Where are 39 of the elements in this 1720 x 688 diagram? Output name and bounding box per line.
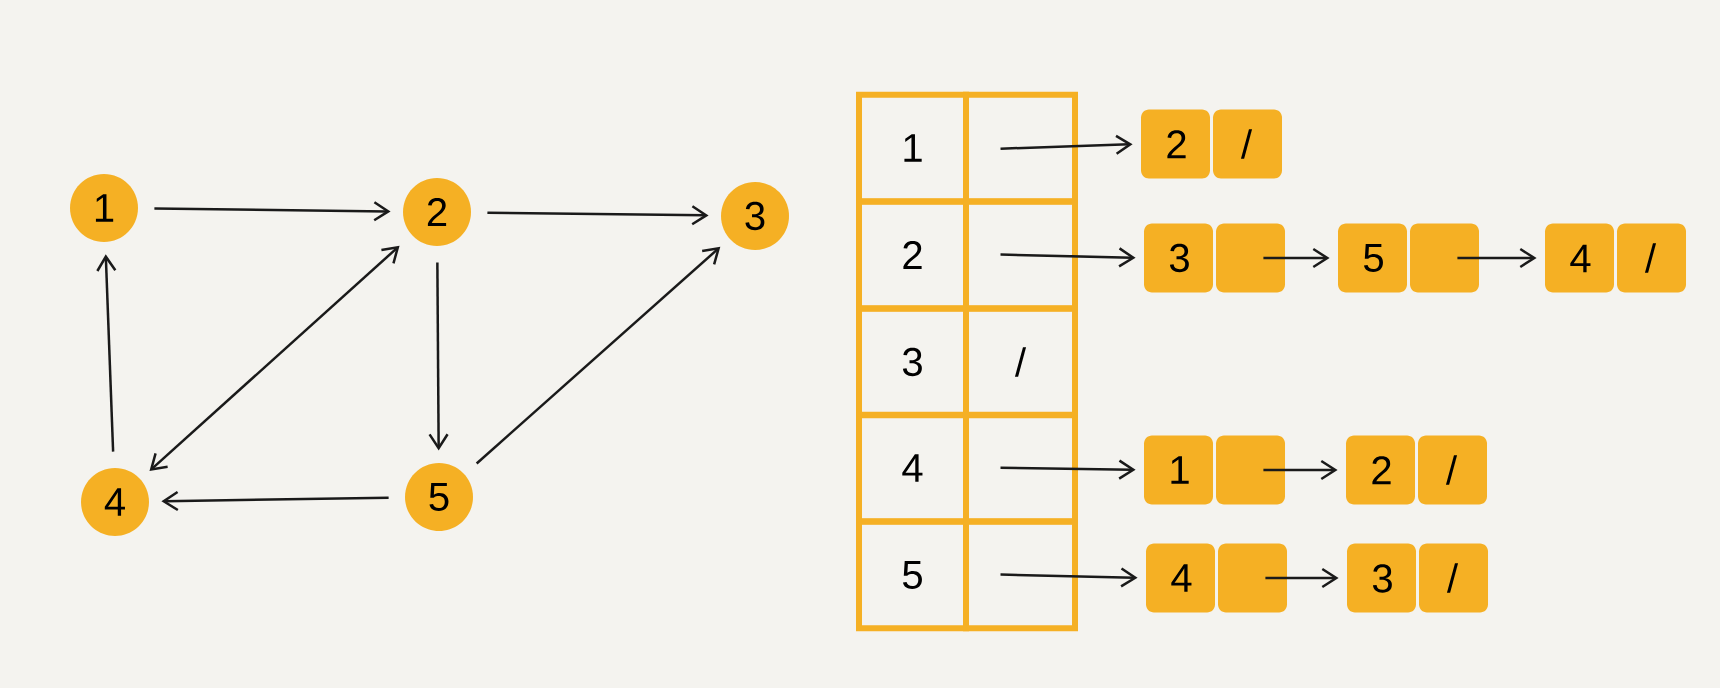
arrow [1263, 459, 1338, 481]
arrow [161, 491, 389, 512]
list-node: 5 [1338, 223, 1479, 293]
table-cell: 4 [856, 411, 969, 525]
arrow [1263, 247, 1330, 269]
list-node: 2 / [1141, 109, 1282, 179]
arrow [154, 201, 391, 222]
arrow [1000, 459, 1136, 480]
arrow [96, 254, 117, 452]
table-cell: 2 [856, 198, 969, 312]
arrow [1457, 247, 1537, 269]
node-label: / [1445, 455, 1458, 485]
node-label: / [1446, 563, 1459, 593]
arrow [1000, 247, 1136, 268]
table-cell: 1 [856, 91, 969, 205]
arrow [428, 262, 449, 451]
list-node: 2 / [1346, 435, 1487, 505]
list-node: 3 [1144, 223, 1285, 293]
arrow [1000, 134, 1133, 155]
graph-vertex: 5 [405, 463, 473, 531]
node-label: / [1240, 129, 1253, 159]
arrow [149, 245, 400, 471]
list-node: 1 [1144, 435, 1285, 505]
list-node: 3 / [1347, 543, 1488, 613]
table-cell: / [963, 305, 1078, 419]
arrow [1265, 567, 1339, 589]
graph-vertex: 2 [403, 178, 471, 246]
node-label: 4 [1570, 244, 1591, 273]
list-node: 4 / [1545, 223, 1686, 293]
arrow [1000, 567, 1138, 588]
arrow [487, 205, 709, 226]
arrow [475, 246, 721, 465]
table-cell: 5 [856, 518, 969, 632]
graph-vertex: 3 [721, 182, 789, 250]
table-cell: 3 [856, 305, 969, 419]
table-cell [963, 518, 1078, 632]
list-node: 4 [1146, 543, 1287, 613]
graph-vertex: 4 [81, 468, 149, 536]
graph-vertex: 1 [70, 174, 138, 242]
